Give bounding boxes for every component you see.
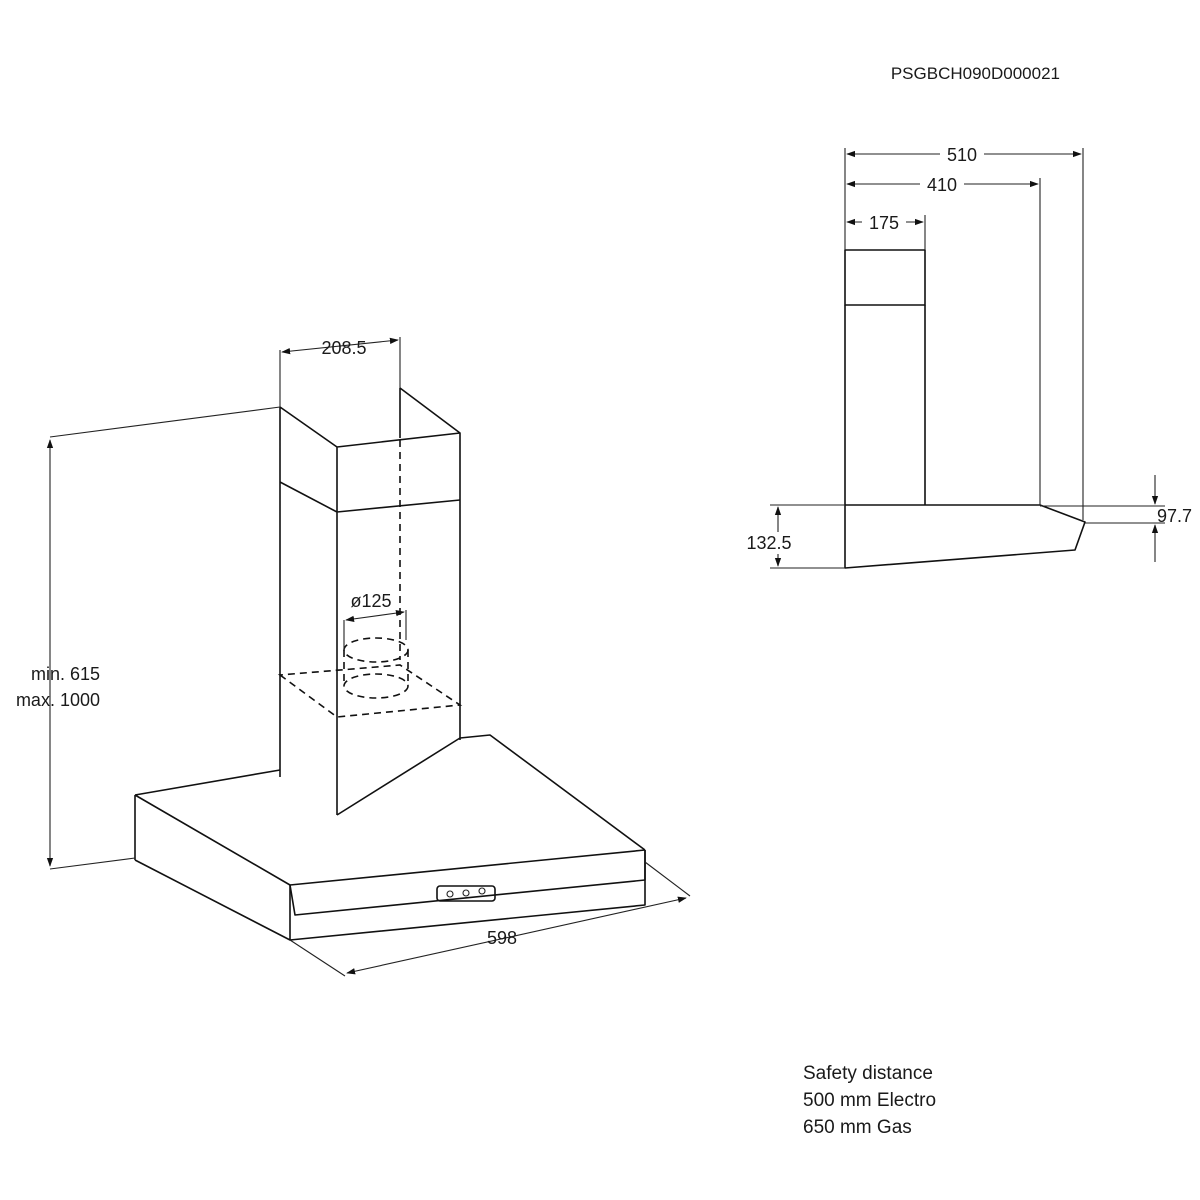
dimension-line [345, 609, 405, 623]
outlet-ellipse-bottom [343, 673, 409, 699]
rear-height-label: 132.5 [746, 533, 791, 553]
hood-width-label: 598 [487, 928, 517, 948]
canopy [134, 734, 646, 941]
label-mask [862, 211, 906, 233]
safety-distance-notes: Safety distance 500 mm Electro 650 mm Ga… [803, 1060, 936, 1141]
outlet-sides [343, 650, 409, 686]
label-mask [740, 532, 798, 554]
front-dimensions: 208.5 ø125 min. 615 max. 1000 598 [16, 337, 691, 977]
height-min-label: min. 615 [31, 664, 100, 684]
lower-chimney [279, 481, 461, 815]
ext-line [844, 148, 1084, 520]
label-mask [920, 173, 964, 195]
control-button [462, 889, 470, 897]
outlet-ellipse-top [343, 637, 409, 663]
safety-distance-gas: 650 mm Gas [803, 1117, 912, 1138]
hood-3d-view [134, 387, 646, 941]
canopy-front-edge [289, 850, 646, 916]
chimney-to-edge-label: 410 [927, 175, 957, 195]
control-button [446, 890, 454, 898]
ext-line [49, 406, 281, 870]
safety-distance-title: Safety distance [803, 1063, 933, 1084]
chimney-width-label: 208.5 [321, 338, 366, 358]
ext-line [1040, 505, 1165, 524]
ext-line [279, 337, 401, 407]
side-canopy [844, 504, 1086, 569]
hidden-canopy-top [277, 664, 463, 718]
front-height-label: 97.7 [1157, 506, 1192, 526]
label-mask [940, 143, 984, 165]
dimension-line [346, 896, 687, 975]
dimension-line [281, 337, 399, 355]
control-button [478, 887, 486, 895]
side-upper-chimney [844, 249, 926, 306]
ext-line [289, 861, 691, 977]
side-dimensions: 510 410 175 97.7 132.5 [740, 143, 1192, 569]
side-lower-chimney [844, 305, 926, 505]
upper-chimney [279, 387, 461, 512]
hood-side-view [844, 249, 1086, 569]
chimney-depth-label: 175 [869, 213, 899, 233]
control-panel [436, 885, 496, 902]
part-code: PSGBCH090D000021 [891, 64, 1060, 83]
ext-line [770, 504, 845, 569]
ext-line [343, 610, 407, 650]
total-depth-label: 510 [947, 145, 977, 165]
outlet-diameter-label: ø125 [350, 591, 391, 611]
height-max-label: max. 1000 [16, 690, 100, 710]
safety-distance-electro: 500 mm Electro [803, 1090, 937, 1111]
